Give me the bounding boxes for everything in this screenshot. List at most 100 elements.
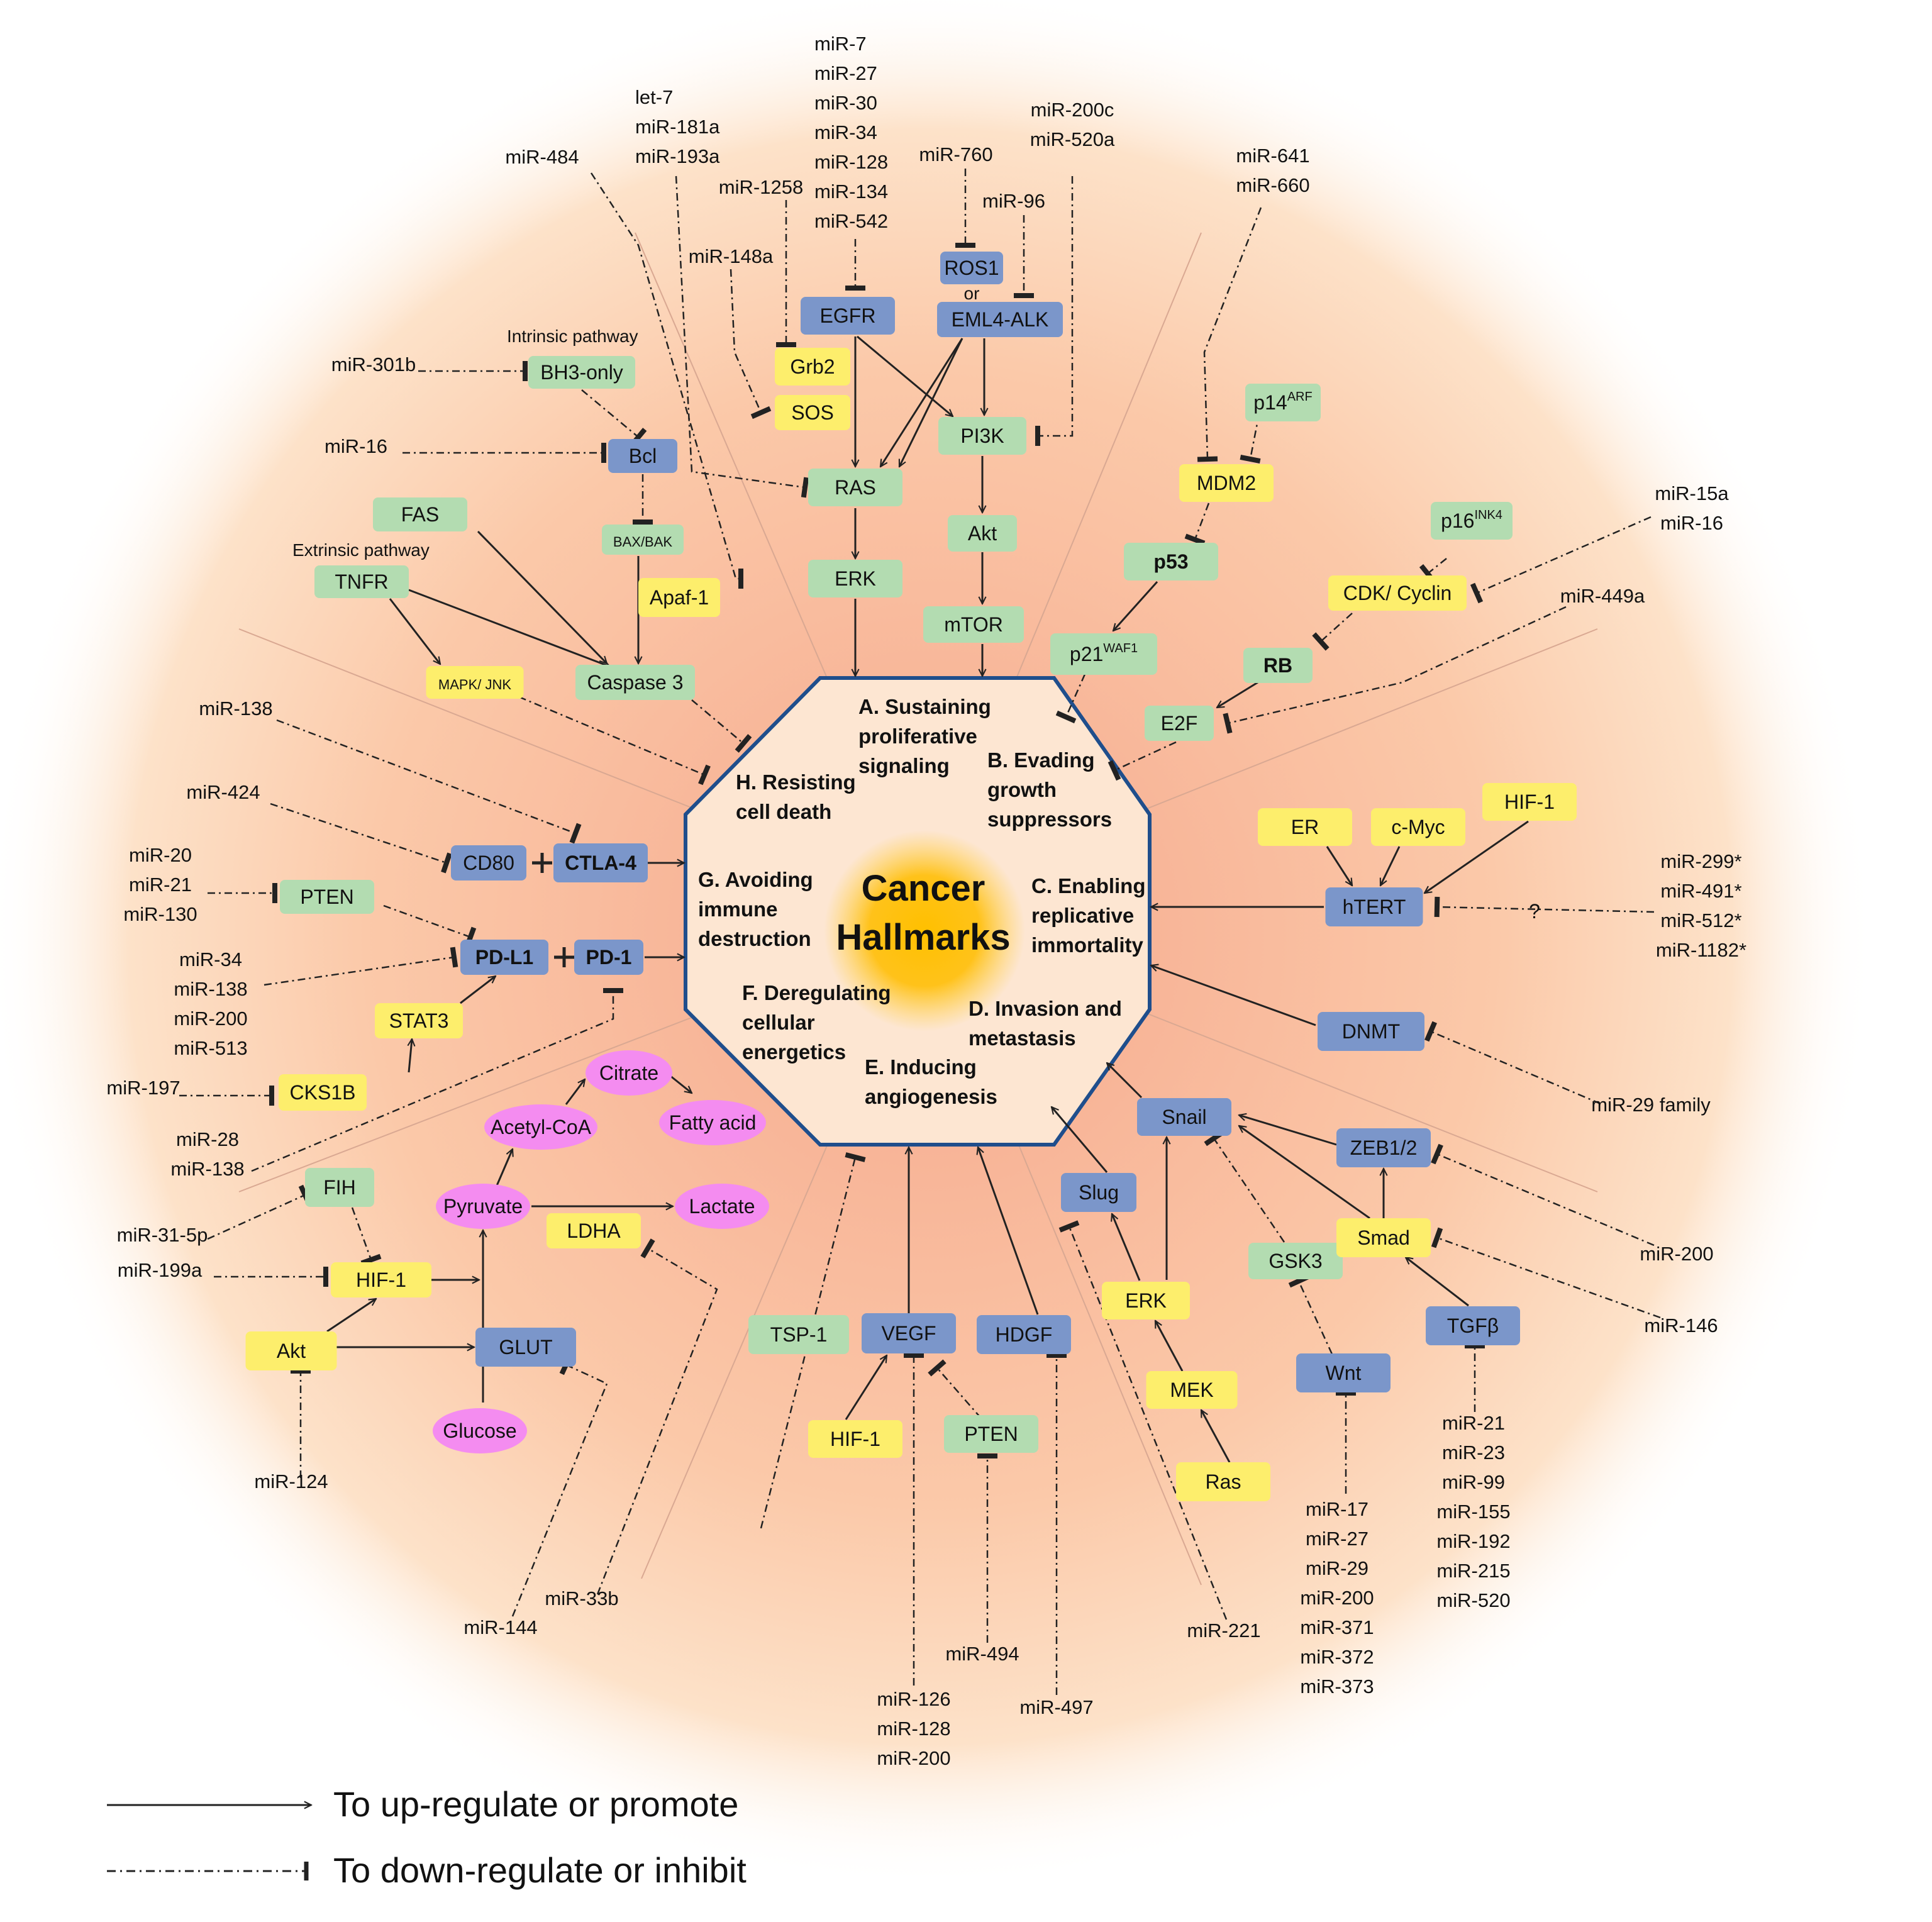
- node-label: ROS1: [944, 257, 999, 279]
- node-label: DNMT: [1342, 1020, 1400, 1043]
- node-label-text: PTEN: [964, 1423, 1018, 1445]
- node-akt-f: Akt: [245, 1331, 337, 1370]
- node-label-text: TNFR: [335, 570, 388, 593]
- node-er: ER: [1258, 808, 1352, 846]
- node-label: ERK: [1125, 1289, 1167, 1312]
- node-label-text: RB: [1263, 654, 1292, 677]
- inhibit-connector: [251, 991, 614, 1172]
- mir-label: miR-542: [814, 210, 888, 232]
- plus-signs: [532, 853, 574, 967]
- promote-connector: [1112, 1214, 1141, 1281]
- node-shape: [1258, 808, 1352, 846]
- node-label-text: CDK/ Cyclin: [1343, 582, 1452, 604]
- node-label-sup: WAF1: [1103, 642, 1138, 655]
- node-shape: [1176, 1462, 1270, 1501]
- node-label: PI3K: [960, 425, 1004, 447]
- mir-label: miR-33b: [545, 1587, 618, 1609]
- node-label-text: HIF-1: [356, 1269, 406, 1291]
- mir-label: miR-1182*: [1656, 939, 1746, 961]
- node-label: LDHA: [567, 1219, 621, 1242]
- inhibit-connector: [675, 175, 806, 489]
- mir-label: miR-1258: [719, 176, 803, 198]
- node-shape: [475, 1328, 576, 1367]
- node-label: ZEB1/2: [1350, 1136, 1418, 1159]
- node-label-text: LDHA: [567, 1219, 621, 1242]
- node-label-text: Lactate: [689, 1195, 755, 1218]
- node-label: BAX/BAK: [613, 534, 672, 550]
- node-label-text: Snail: [1162, 1106, 1206, 1128]
- node-cks1b: CKS1B: [279, 1074, 367, 1111]
- hallmark-line: G. Avoiding: [698, 868, 813, 891]
- mir-label: miR-124: [254, 1470, 328, 1492]
- node-shape: [375, 1003, 463, 1038]
- promote-connector: [408, 589, 610, 667]
- node-h-tert: hTERT: [1325, 887, 1423, 926]
- node-label: ERK: [835, 567, 876, 590]
- inhibit-bar: [1240, 455, 1261, 464]
- node-label-text: PI3K: [960, 425, 1004, 447]
- inhibit-connector: [351, 1207, 372, 1260]
- hallmark-line: cellular: [742, 1011, 815, 1034]
- node-ras: RAS: [808, 469, 902, 506]
- node-label: mTOR: [944, 613, 1003, 636]
- node-label-text: GLUT: [499, 1336, 552, 1358]
- legend: To up-regulate or promote To down-regula…: [107, 1784, 747, 1890]
- mir-label: miR-192: [1436, 1530, 1510, 1552]
- node-label: Bcl: [629, 445, 657, 467]
- mir-label: miR-155: [1436, 1501, 1510, 1523]
- node-apaf: Apaf-1: [638, 578, 720, 617]
- node-label-text: Akt: [277, 1340, 306, 1362]
- node-label-text: Caspase 3: [587, 671, 684, 694]
- node-glucose: Glucose: [433, 1408, 527, 1453]
- node-shape: [547, 1213, 641, 1248]
- mir-label: miR-16: [325, 435, 387, 457]
- node-shape: [1243, 648, 1313, 683]
- node-label: Wnt: [1326, 1362, 1362, 1384]
- inhibit-bar: [845, 1152, 866, 1162]
- hallmark-line: immortality: [1031, 933, 1144, 957]
- node-label-text: GSK3: [1269, 1250, 1322, 1272]
- mir-group-m484: miR-484: [505, 146, 579, 168]
- mir-label: miR-34: [814, 121, 877, 143]
- hallmark-line: replicative: [1031, 904, 1134, 927]
- mir-group-m200z: miR-200: [1640, 1243, 1713, 1265]
- node-label: Caspase 3: [587, 671, 684, 694]
- mir-group-m148a: miR-148a: [689, 245, 774, 267]
- node-hif-e: HIF-1: [808, 1420, 902, 1458]
- node-citrate: Citrate: [586, 1050, 672, 1096]
- node-shape: [808, 469, 902, 506]
- node-label: Apaf-1: [650, 586, 709, 609]
- mir-label: miR-424: [186, 781, 260, 803]
- node-mapk: MAPK/ JNK: [426, 666, 524, 699]
- mir-label: miR-27: [814, 62, 877, 84]
- node-label-text: CTLA-4: [565, 852, 636, 874]
- promote-connector: [857, 335, 953, 416]
- node-caspase: Caspase 3: [575, 665, 695, 700]
- mir-label: miR-128: [877, 1718, 950, 1740]
- mir-label: miR-520: [1436, 1589, 1510, 1611]
- node-shape: [638, 578, 720, 617]
- node-label-text: p14: [1253, 391, 1287, 414]
- node-label: PD-L1: [475, 946, 533, 969]
- mir-group-m221: miR-221: [1187, 1619, 1260, 1641]
- hallmark-line: B. Evading: [987, 748, 1095, 772]
- node-shape: [314, 565, 409, 598]
- node-pten-e: PTEN: [944, 1415, 1038, 1453]
- hallmark-line: signaling: [858, 754, 950, 777]
- node-shape: [1061, 1173, 1136, 1212]
- mir-label: miR-21: [129, 874, 192, 896]
- node-shape: [602, 525, 684, 555]
- inhibit-connector: [581, 389, 639, 438]
- node-label-text: MDM2: [1197, 472, 1256, 494]
- node-pi3k: PI3K: [938, 417, 1026, 455]
- hallmark-line: D. Invasion and: [969, 997, 1122, 1020]
- node-label-text: HIF-1: [830, 1428, 880, 1450]
- node-label: STAT3: [389, 1009, 449, 1032]
- promote-connector: [326, 1299, 376, 1333]
- node-baxbak: BAX/BAK: [602, 525, 684, 555]
- mir-group-m146: miR-146: [1644, 1314, 1718, 1336]
- mir-label: miR-512*: [1660, 909, 1741, 931]
